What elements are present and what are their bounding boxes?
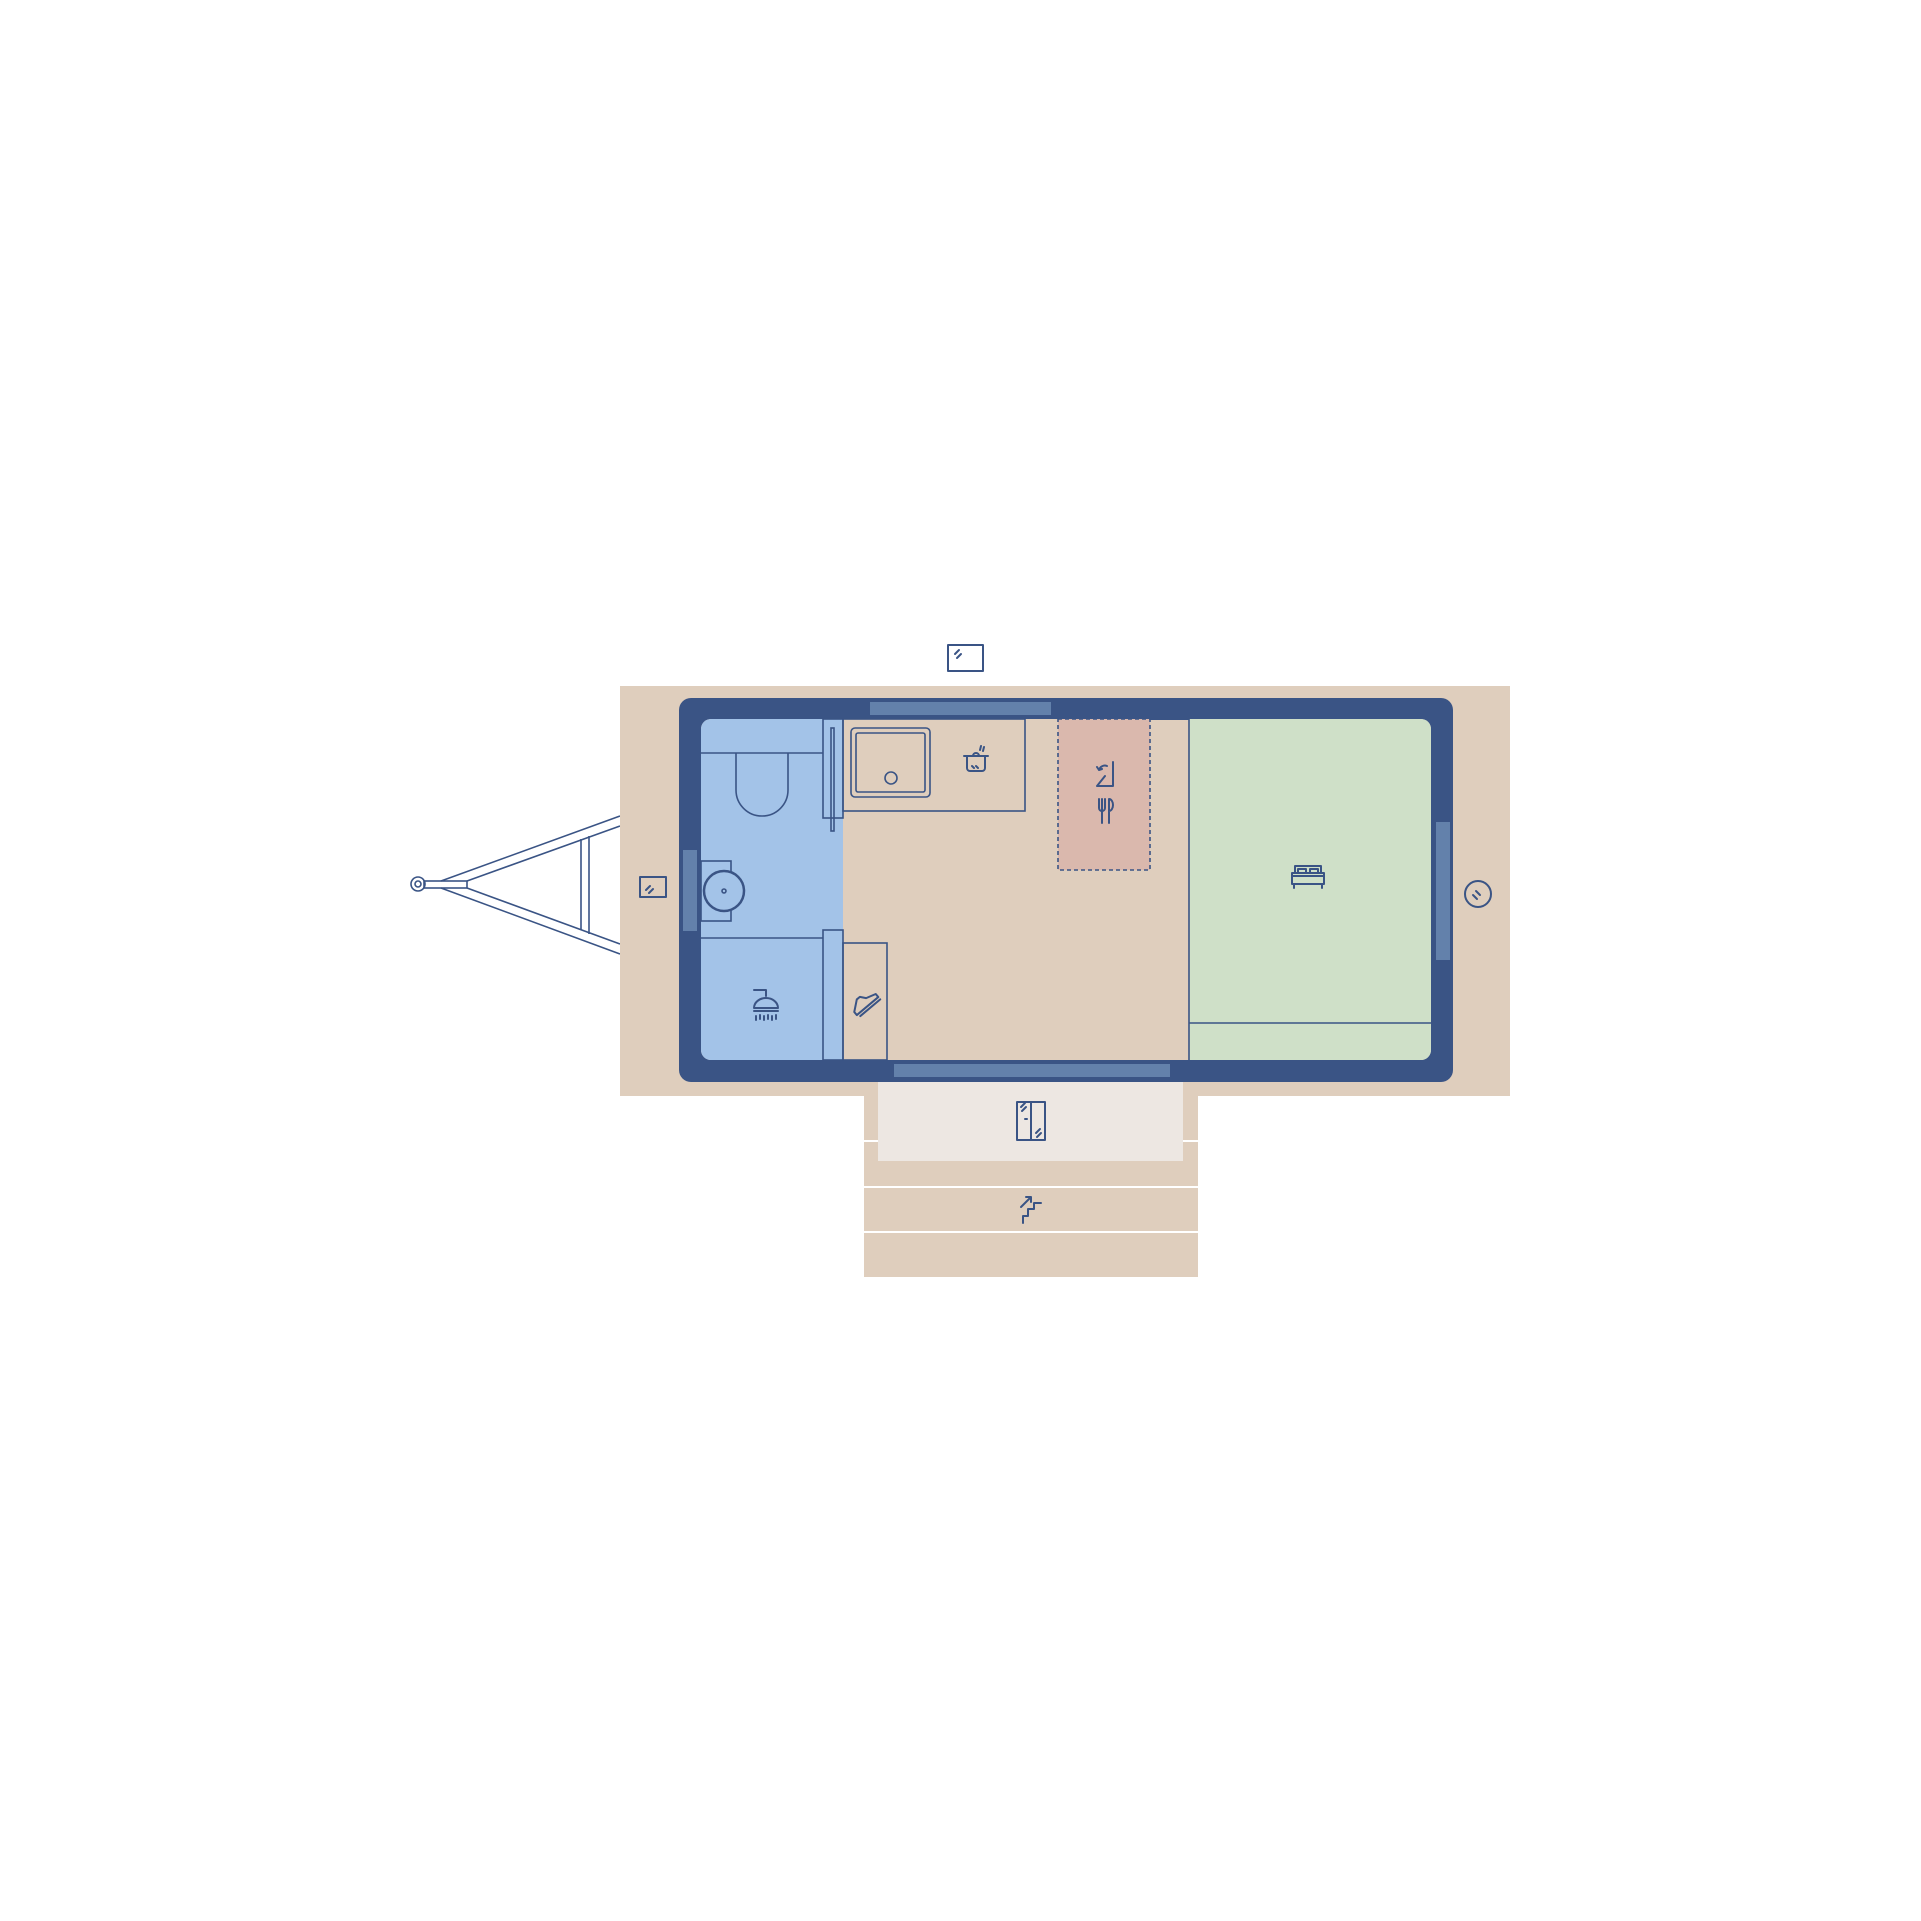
shoe-icon <box>853 993 882 1018</box>
cooking-pot-icon <box>963 745 989 772</box>
dining-table <box>1057 718 1151 871</box>
closet <box>842 942 888 1061</box>
stairs-icon <box>1020 1196 1042 1224</box>
bedroom <box>1188 719 1431 1060</box>
window-right <box>1436 822 1450 960</box>
kitchen-sink-icon <box>850 727 931 798</box>
round-window-icon <box>1464 880 1492 908</box>
sliding-door-icon <box>1016 1101 1046 1141</box>
bathroom <box>700 718 844 1061</box>
cutlery-icon <box>1098 798 1114 824</box>
toilet-icon <box>735 753 789 817</box>
window-top <box>870 702 1051 715</box>
window-icon <box>639 876 667 898</box>
kitchen <box>842 718 1026 812</box>
bed-icon <box>1291 865 1325 889</box>
trailer-hitch-icon <box>410 815 621 955</box>
sink-icon <box>702 869 746 913</box>
window-icon <box>947 644 984 672</box>
fold-table-icon <box>1096 761 1114 787</box>
window-bottom <box>894 1064 1170 1077</box>
window-left <box>683 850 697 931</box>
shower-icon <box>753 989 779 1021</box>
